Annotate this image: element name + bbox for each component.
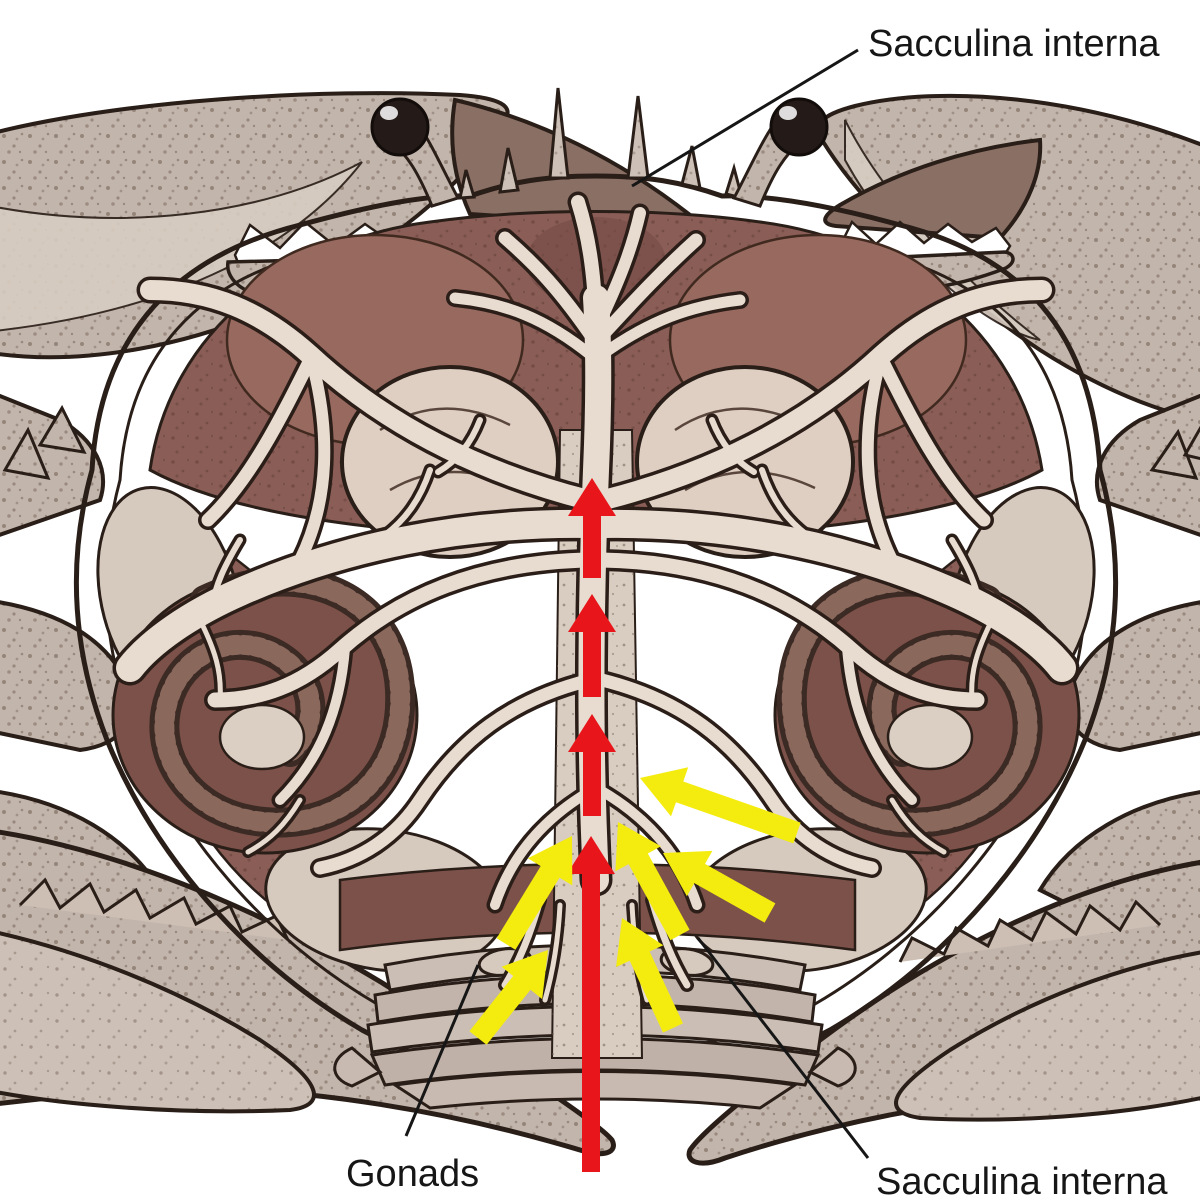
- lower-right-serration: [898, 899, 1162, 963]
- leader-line-sacculina-bottom: [696, 937, 870, 1159]
- red-arrow-2: [568, 594, 616, 697]
- rootlet-network: [116, 195, 1076, 1003]
- red-arrow-4: [567, 836, 615, 1172]
- yellow-arrow-2: [663, 850, 776, 923]
- left-claw-arm-inner-face: [0, 161, 363, 332]
- label-sacculina-top: Sacculina interna: [868, 23, 1160, 65]
- callouts: Sacculina interna Gonads Sacculina inter…: [346, 23, 1168, 1200]
- lower-left-serration: [18, 877, 290, 941]
- front-spikes: [458, 87, 745, 201]
- claws-and-legs: [0, 91, 1200, 1166]
- label-sacculina-bottom: Sacculina interna: [876, 1161, 1168, 1200]
- lower-left-claw-segment: [0, 931, 316, 1114]
- right-leg-spike: [1149, 425, 1200, 480]
- yellow-arrow-5: [469, 950, 548, 1045]
- left-eye-highlight: [380, 106, 398, 120]
- yellow-arrows-group: [469, 767, 801, 1045]
- red-arrows-group: [567, 478, 616, 1172]
- right-eye-highlight: [779, 106, 797, 120]
- left-eye: [370, 97, 430, 157]
- yellow-arrow-1: [640, 767, 801, 844]
- eyes: [370, 97, 829, 208]
- lower-right-claw-segment: [894, 950, 1200, 1122]
- right-eye: [769, 97, 829, 157]
- right-claw-finger: [823, 137, 1043, 241]
- yellow-arrow-6: [616, 918, 683, 1033]
- leader-line-sacculina-top: [631, 48, 859, 188]
- yellow-arrow-3: [615, 822, 690, 941]
- left-leg-spike: [2, 404, 87, 480]
- yellow-arrow-4: [496, 836, 573, 950]
- label-gonads: Gonads: [346, 1153, 479, 1195]
- red-arrow-1: [568, 478, 616, 578]
- leader-line-gonads: [404, 964, 480, 1137]
- red-arrow-3: [568, 714, 616, 816]
